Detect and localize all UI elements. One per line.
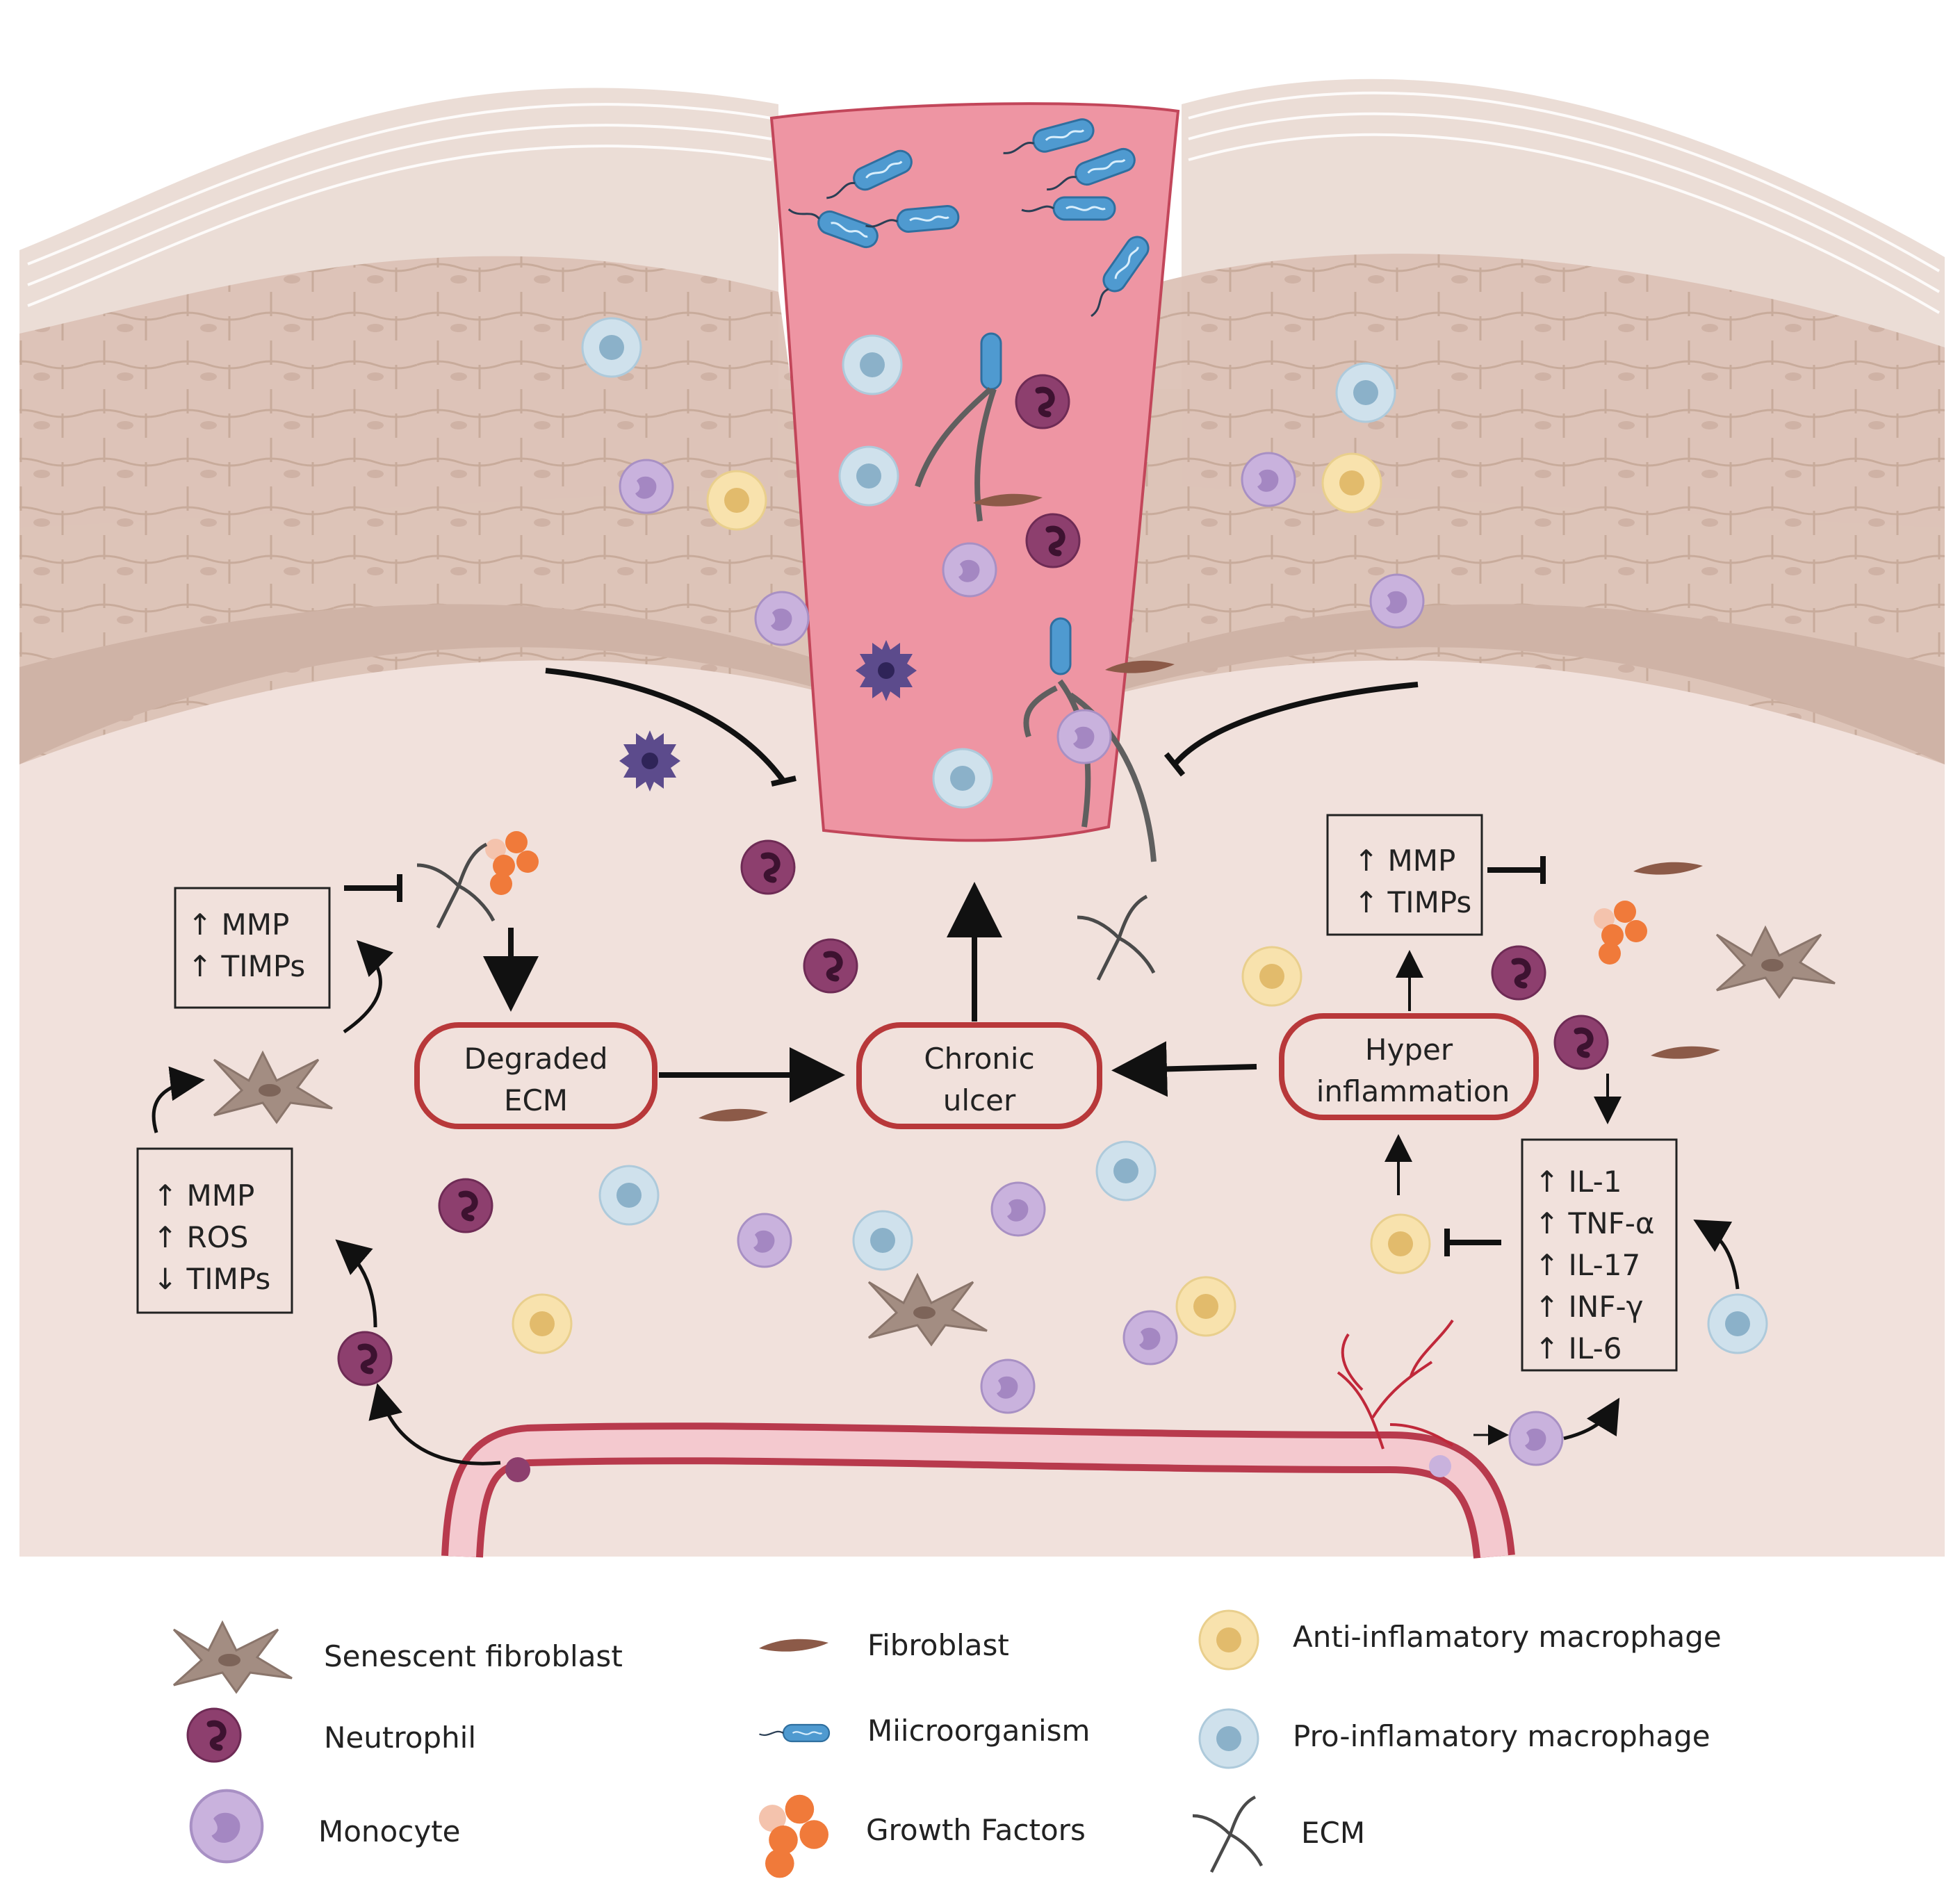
svg-text:Degraded: Degraded	[464, 1042, 607, 1076]
svg-text:↓ TIMPs: ↓ TIMPs	[153, 1262, 270, 1296]
svg-text:Hyper: Hyper	[1365, 1033, 1453, 1067]
legend-ecm: ECM	[1301, 1816, 1365, 1850]
legend-fibroblast: Fibroblast	[867, 1628, 1009, 1662]
svg-text:Chronic: Chronic	[924, 1042, 1034, 1076]
surface-lines	[27, 91, 1941, 314]
svg-text:inflammation: inflammation	[1316, 1074, 1510, 1108]
svg-text:↑ MMP: ↑ MMP	[1354, 844, 1455, 878]
svg-text:↑ MMP: ↑ MMP	[188, 908, 289, 942]
legend-pro-inflammatory-macrophage: Pro-inflamatory macrophage	[1293, 1719, 1710, 1753]
box-left-lower: ↑ MMP ↑ ROS ↓ TIMPs	[136, 1147, 293, 1314]
basal-layer-right	[1105, 604, 1945, 764]
legend-growth-factors: Growth Factors	[866, 1813, 1086, 1847]
svg-text:↑ TNF-α: ↑ TNF-α	[1535, 1206, 1655, 1240]
legend-senescent-fibroblast: Senescent fibroblast	[324, 1639, 623, 1673]
flow-arrows	[152, 882, 1740, 1466]
basal-layer-left	[19, 604, 841, 764]
legend-monocyte: Monocyte	[318, 1814, 461, 1848]
node-hyper-inflammation: Hyper inflammation	[1279, 1013, 1539, 1120]
svg-text:↑ IL-6: ↑ IL-6	[1535, 1331, 1622, 1365]
node-chronic-ulcer: Chronic ulcer	[856, 1022, 1102, 1129]
node-degraded-ecm: Degraded ECM	[414, 1022, 658, 1129]
box-cytokines: ↑ IL-1 ↑ TNF-α ↑ IL-17 ↑ INF-γ ↑ IL-6	[1521, 1138, 1678, 1372]
svg-text:↑ IL-1: ↑ IL-1	[1535, 1165, 1622, 1199]
box-left-upper: ↑ MMP ↑ TIMPs	[174, 887, 331, 1009]
inhibition-arrows	[344, 668, 1546, 1256]
svg-text:↑ INF-γ: ↑ INF-γ	[1535, 1290, 1644, 1324]
legend-neutrophil: Neutrophil	[324, 1721, 476, 1755]
svg-text:ulcer: ulcer	[943, 1083, 1016, 1117]
box-right-upper: ↑ MMP ↑ TIMPs	[1326, 814, 1483, 936]
legend: Senescent fibroblast Neutrophil Monocyte…	[172, 1609, 1722, 1878]
svg-text:↑ MMP: ↑ MMP	[153, 1179, 254, 1213]
svg-text:↑ IL-17: ↑ IL-17	[1535, 1248, 1640, 1282]
capillary-network	[1337, 1319, 1454, 1450]
legend-microorganism: Miicroorganism	[867, 1714, 1090, 1748]
svg-text:↑ TIMPs: ↑ TIMPs	[188, 949, 305, 983]
svg-text:↑ TIMPs: ↑ TIMPs	[1354, 885, 1471, 919]
svg-text:ECM: ECM	[504, 1083, 568, 1117]
svg-text:↑ ROS: ↑ ROS	[153, 1220, 248, 1254]
microorganism-cluster	[784, 115, 1154, 675]
legend-anti-inflammatory-macrophage: Anti-inflamatory macrophage	[1293, 1620, 1722, 1654]
